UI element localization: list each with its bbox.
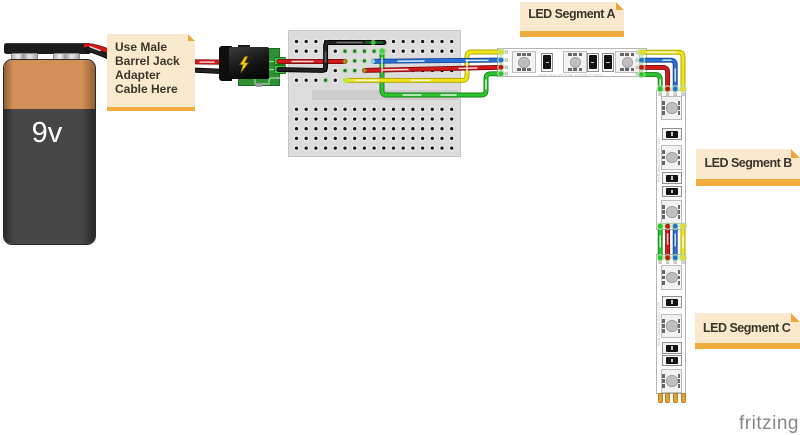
svg-text:RGB 30xLED 5050 +12V: RGB 30xLED 5050 +12V (656, 137, 661, 182)
svg-text:RGB 30xLED 5050 +12V: RGB 30xLED 5050 +12V (656, 301, 661, 346)
svg-text:RGB 30xLED 5050 +12Vdc 7.2W/m: RGB 30xLED 5050 +12Vdc 7.2W/m (539, 73, 603, 78)
